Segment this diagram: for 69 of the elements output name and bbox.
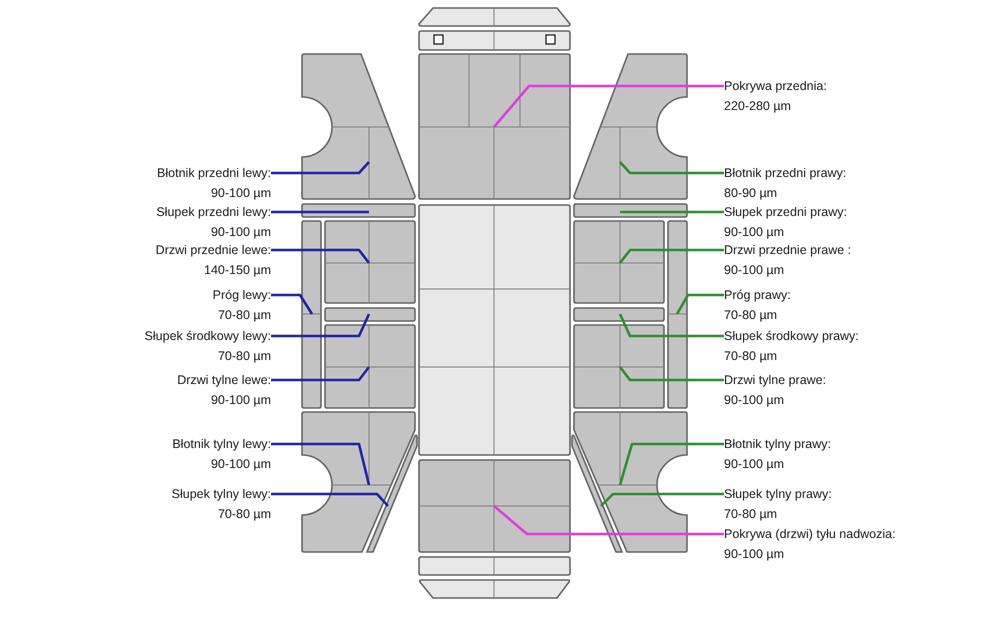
- paint-thickness-value: 70-80 µm: [724, 348, 778, 365]
- door-panel: [573, 324, 665, 409]
- fender-panel: [573, 53, 688, 200]
- panel-name-label: Błotnik przedni lewy:: [157, 165, 271, 182]
- paint-thickness-value: 140-150 µm: [204, 262, 271, 279]
- panel-name-label: Słupek tylny lewy:: [172, 486, 271, 503]
- panel-name-label: Słupek środkowy prawy:: [724, 328, 859, 345]
- paint-thickness-value: 90-100 µm: [210, 392, 271, 409]
- hood-panel: [418, 53, 571, 200]
- panel-name-label: Drzwi tylne prawe:: [724, 372, 826, 389]
- sill-panel: [667, 220, 688, 409]
- paint-thickness-value: 90-100 µm: [724, 546, 784, 563]
- leader-line: [600, 492, 724, 507]
- paint-thickness-value: 90-100 µm: [724, 262, 784, 279]
- sill-panel: [301, 220, 322, 409]
- panel-name-label: Błotnik tylny prawy:: [724, 436, 831, 453]
- leader-line: [618, 366, 724, 382]
- pillar-panel: [571, 434, 623, 553]
- paint-thickness-value: 90-100 µm: [210, 224, 271, 241]
- pillar-panel: [573, 307, 665, 322]
- paint-thickness-value: 220-280 µm: [724, 98, 791, 115]
- leader-line: [618, 210, 724, 214]
- paint-thickness-value: 70-80 µm: [724, 307, 778, 324]
- panel-name-label: Błotnik tylny lewy:: [172, 436, 271, 453]
- leader-line: [618, 248, 724, 264]
- panel-name-label: Słupek tylny prawy:: [724, 486, 832, 503]
- leader-line: [619, 161, 724, 174]
- leader-line: [271, 366, 370, 382]
- pillar-panel: [366, 434, 418, 553]
- panel-name-label: Słupek przedni prawy:: [724, 204, 847, 221]
- leader-line: [618, 313, 724, 338]
- paint-thickness-value: 70-80 µm: [218, 506, 271, 523]
- panel-name-label: Błotnik przedni prawy:: [724, 165, 846, 182]
- paint-thickness-value: 70-80 µm: [218, 307, 271, 324]
- paint-thickness-value: 90-100 µm: [724, 224, 784, 241]
- paint-thickness-value: 70-80 µm: [724, 506, 778, 523]
- door-panel: [324, 324, 416, 409]
- paint-thickness-value: 90-100 µm: [724, 392, 784, 409]
- pillar-panel: [324, 307, 416, 322]
- panel-name-label: Drzwi przednie lewe:: [156, 242, 271, 259]
- door-panel: [324, 220, 416, 304]
- leader-line: [271, 313, 370, 338]
- leader-line: [271, 248, 370, 264]
- paint-thickness-value: 70-80 µm: [218, 348, 271, 365]
- panel-name-label: Drzwi przednie prawe :: [724, 242, 852, 259]
- paint-thickness-value: 90-100 µm: [210, 456, 271, 473]
- paint-thickness-value: 90-100 µm: [210, 185, 271, 202]
- leader-line: [493, 505, 724, 536]
- leader-line: [271, 161, 370, 174]
- paint-thickness-value: 80-90 µm: [724, 185, 778, 202]
- door-panel: [573, 220, 665, 304]
- panel-name-label: Próg lewy:: [212, 287, 271, 304]
- panel-name-label: Drzwi tylne lewe:: [177, 372, 271, 389]
- panel-name-label: Pokrywa (drzwi) tyłu nadwozia:: [724, 526, 896, 543]
- leader-line: [676, 294, 724, 315]
- panel-name-label: Próg prawy:: [724, 287, 791, 304]
- panel-name-label: Pokrywa przednia:: [724, 78, 827, 95]
- fender-panel: [573, 411, 688, 553]
- leader-line: [493, 84, 724, 128]
- fender-panel: [301, 53, 416, 200]
- leader-line: [271, 492, 389, 507]
- panel-name-label: Słupek przedni lewy:: [156, 204, 271, 221]
- fender-panel: [301, 411, 416, 553]
- panel-name-label: Słupek środkowy lewy:: [144, 328, 271, 345]
- leader-line: [271, 210, 370, 214]
- paint-thickness-value: 90-100 µm: [724, 456, 784, 473]
- leader-line: [271, 442, 370, 486]
- leader-line: [618, 442, 724, 486]
- leader-line: [271, 294, 314, 315]
